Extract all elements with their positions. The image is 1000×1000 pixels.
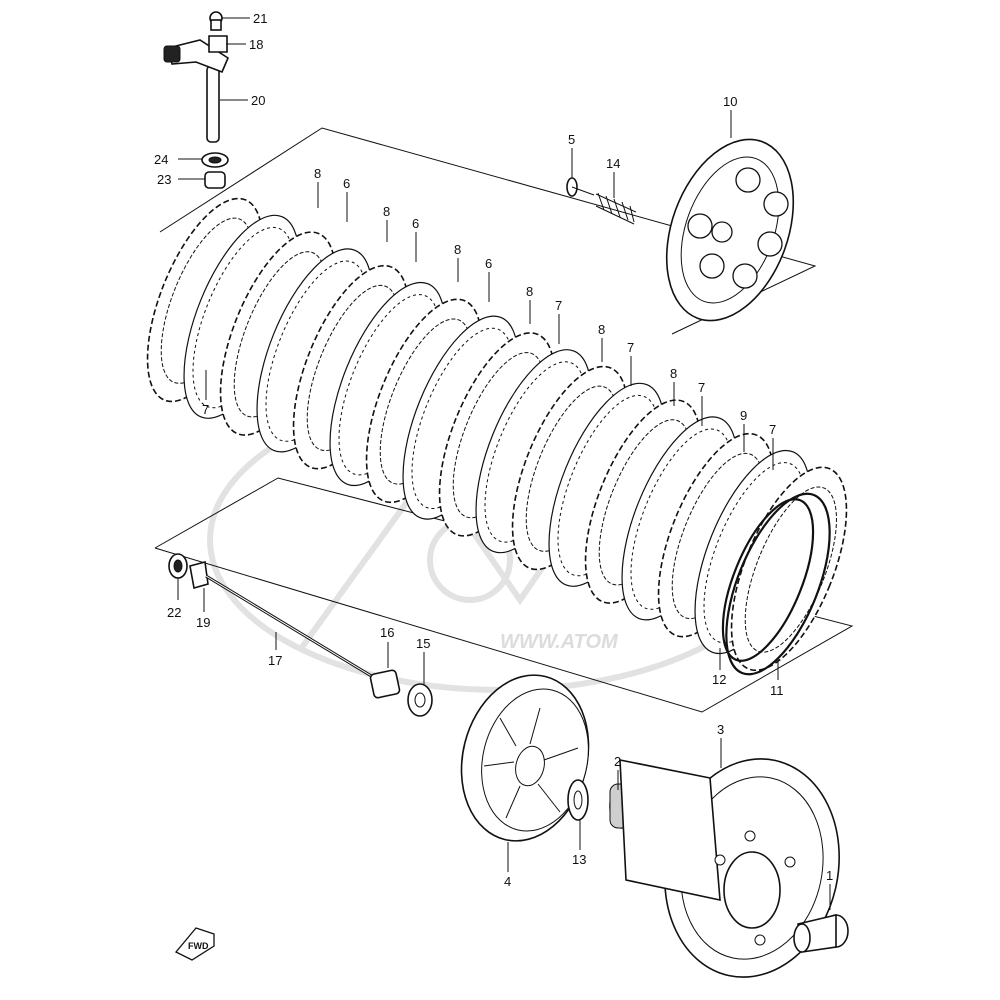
callout-18: 18 — [226, 37, 263, 52]
callout-label-6c: 6 — [485, 256, 492, 271]
callout-label-4: 4 — [504, 874, 511, 889]
callout-label-7b: 7 — [627, 340, 634, 355]
callout-label-19: 19 — [196, 615, 210, 630]
callout-6a: 6 — [343, 176, 350, 222]
callout-22: 22 — [167, 578, 181, 620]
callout-label-11: 11 — [770, 683, 784, 698]
callout-19: 19 — [196, 588, 210, 630]
thrust-washer-13 — [567, 779, 589, 821]
pressure-plate — [665, 138, 795, 322]
callout-label-10: 10 — [723, 94, 737, 109]
callout-label-14: 14 — [606, 156, 620, 171]
callout-label-18: 18 — [249, 37, 263, 52]
callouts: 21 18 20 24 23 10 5 14 8 6 8 6 8 6 8 7 8… — [154, 11, 833, 910]
callout-23: 23 — [157, 172, 205, 187]
callout-label-15: 15 — [416, 636, 430, 651]
callout-6b: 6 — [412, 216, 419, 262]
callout-7a: 7 — [555, 298, 562, 344]
callout-1: 1 — [826, 868, 833, 910]
callout-label-7a: 7 — [555, 298, 562, 313]
callout-label-8b: 8 — [383, 204, 390, 219]
callout-4: 4 — [504, 842, 511, 889]
callout-16: 16 — [380, 625, 394, 668]
callout-label-8f: 8 — [670, 366, 677, 381]
callout-label-8d: 8 — [526, 284, 533, 299]
callout-label-1: 1 — [826, 868, 833, 883]
release-arm-assembly — [163, 11, 230, 189]
callout-8b: 8 — [383, 204, 390, 242]
push-rod-assembly — [168, 553, 433, 717]
callout-9: 9 — [740, 408, 747, 452]
callout-17: 17 — [268, 632, 282, 668]
watermark-text: WWW.ATOM — [500, 631, 619, 653]
clutch-plate-stack — [146, 197, 848, 676]
spacer-1 — [793, 913, 849, 953]
callout-label-6a: 6 — [343, 176, 350, 191]
callout-21: 21 — [222, 11, 267, 26]
clutch-sleeve-hub — [460, 674, 590, 842]
spring-bolt — [566, 177, 637, 225]
callout-7b: 7 — [627, 340, 634, 386]
callout-10: 10 — [723, 94, 737, 138]
fwd-badge: FWD — [174, 927, 215, 961]
ring-11 — [725, 492, 831, 676]
lower-frame — [154, 477, 854, 713]
callout-label-7c: 7 — [698, 380, 705, 395]
callout-label-8a: 8 — [314, 166, 321, 181]
ring-12 — [721, 498, 815, 662]
clutch-housing — [619, 758, 840, 978]
callout-label-13: 13 — [572, 852, 586, 867]
fwd-label: FWD — [188, 941, 209, 951]
callout-8e: 8 — [598, 322, 605, 362]
callout-6c: 6 — [485, 256, 492, 302]
callout-label-3: 3 — [717, 722, 724, 737]
callout-label-16: 16 — [380, 625, 394, 640]
callout-label-6b: 6 — [412, 216, 419, 231]
callout-label-7e: 7 — [202, 402, 209, 417]
callout-11: 11 — [770, 658, 784, 698]
callout-label-23: 23 — [157, 172, 171, 187]
callout-7d: 7 — [769, 422, 776, 470]
callout-8c: 8 — [454, 242, 461, 282]
callout-label-22: 22 — [167, 605, 181, 620]
callout-8a: 8 — [314, 166, 321, 208]
callout-label-7d: 7 — [769, 422, 776, 437]
callout-24: 24 — [154, 152, 202, 167]
callout-label-24: 24 — [154, 152, 168, 167]
callout-13: 13 — [572, 820, 586, 867]
callout-8f: 8 — [670, 366, 677, 406]
callout-label-20: 20 — [251, 93, 265, 108]
callout-7c: 7 — [698, 380, 705, 426]
callout-7e: 7 — [202, 370, 209, 417]
callout-label-8c: 8 — [454, 242, 461, 257]
callout-20: 20 — [220, 93, 265, 108]
callout-15: 15 — [416, 636, 430, 684]
callout-8d: 8 — [526, 284, 533, 324]
callout-2: 2 — [614, 754, 621, 790]
callout-14: 14 — [606, 156, 620, 198]
callout-3: 3 — [717, 722, 724, 768]
callout-label-5: 5 — [568, 132, 575, 147]
callout-5: 5 — [568, 132, 575, 178]
callout-label-17: 17 — [268, 653, 282, 668]
callout-label-8e: 8 — [598, 322, 605, 337]
callout-label-2: 2 — [614, 754, 621, 769]
callout-12: 12 — [712, 648, 726, 687]
callout-label-12: 12 — [712, 672, 726, 687]
callout-label-21: 21 — [253, 11, 267, 26]
callout-label-9: 9 — [740, 408, 747, 423]
